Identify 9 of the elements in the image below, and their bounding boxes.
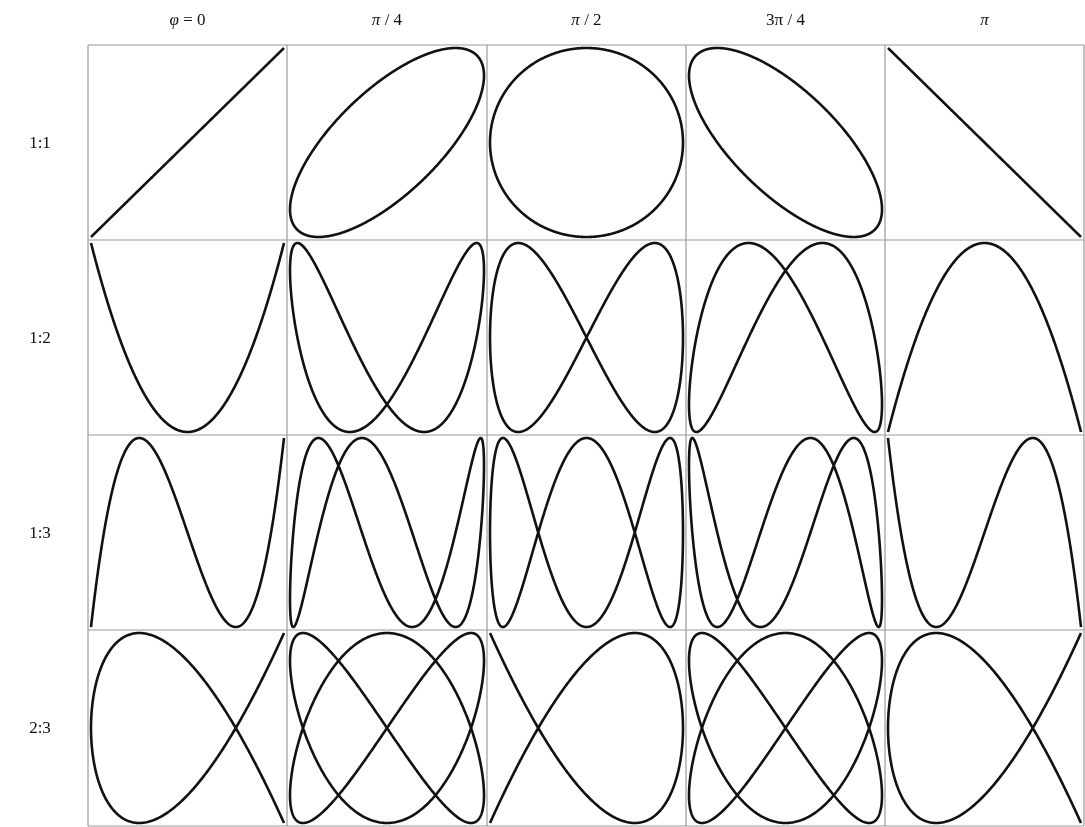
column-header: 3π / 4 bbox=[766, 10, 805, 30]
row-header: 1:3 bbox=[29, 522, 51, 543]
column-header: φ = 0 bbox=[169, 10, 206, 30]
row-header: 1:2 bbox=[29, 327, 51, 348]
row-header: 2:3 bbox=[29, 718, 51, 738]
column-header: π / 4 bbox=[371, 10, 403, 30]
column-header: π / 2 bbox=[571, 10, 602, 30]
row-header: 1:1 bbox=[29, 132, 51, 153]
column-header: π bbox=[980, 10, 989, 30]
